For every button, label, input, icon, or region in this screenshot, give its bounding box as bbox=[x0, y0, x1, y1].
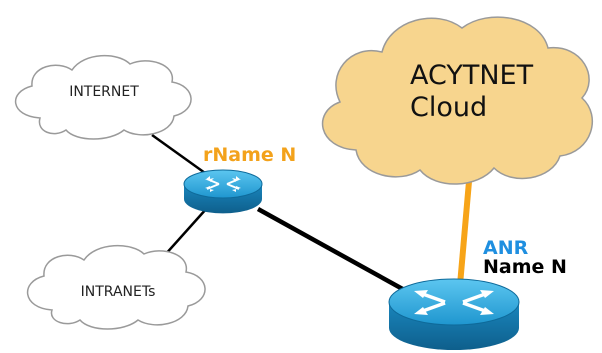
router-anr-label-line1: ANR bbox=[483, 237, 529, 259]
router-anr-label-line2: Name N bbox=[483, 256, 567, 278]
cloud-internet: INTERNET bbox=[14, 54, 192, 140]
router-remote-label: rName N bbox=[203, 144, 296, 166]
router-remote bbox=[183, 169, 263, 214]
link-anr-acytnet bbox=[457, 169, 473, 286]
link-internet-remote bbox=[151, 133, 206, 175]
cloud-acytnet-label-line2: Cloud bbox=[410, 92, 487, 123]
cloud-intranets-label: INTRANETs bbox=[81, 284, 156, 300]
router-anr bbox=[388, 278, 520, 350]
link-remote-anr bbox=[256, 207, 410, 294]
cloud-acytnet-label-line1: ACYTNET bbox=[410, 60, 534, 91]
cloud-internet-label: INTERNET bbox=[69, 84, 139, 100]
router-anr-arrows-icon bbox=[414, 290, 494, 315]
cloud-acytnet: ACYTNET Cloud bbox=[321, 16, 593, 185]
router-remote-arrows-icon bbox=[205, 176, 241, 192]
cloud-intranets: INTRANETs bbox=[26, 244, 206, 330]
link-intranets-remote bbox=[163, 207, 208, 257]
